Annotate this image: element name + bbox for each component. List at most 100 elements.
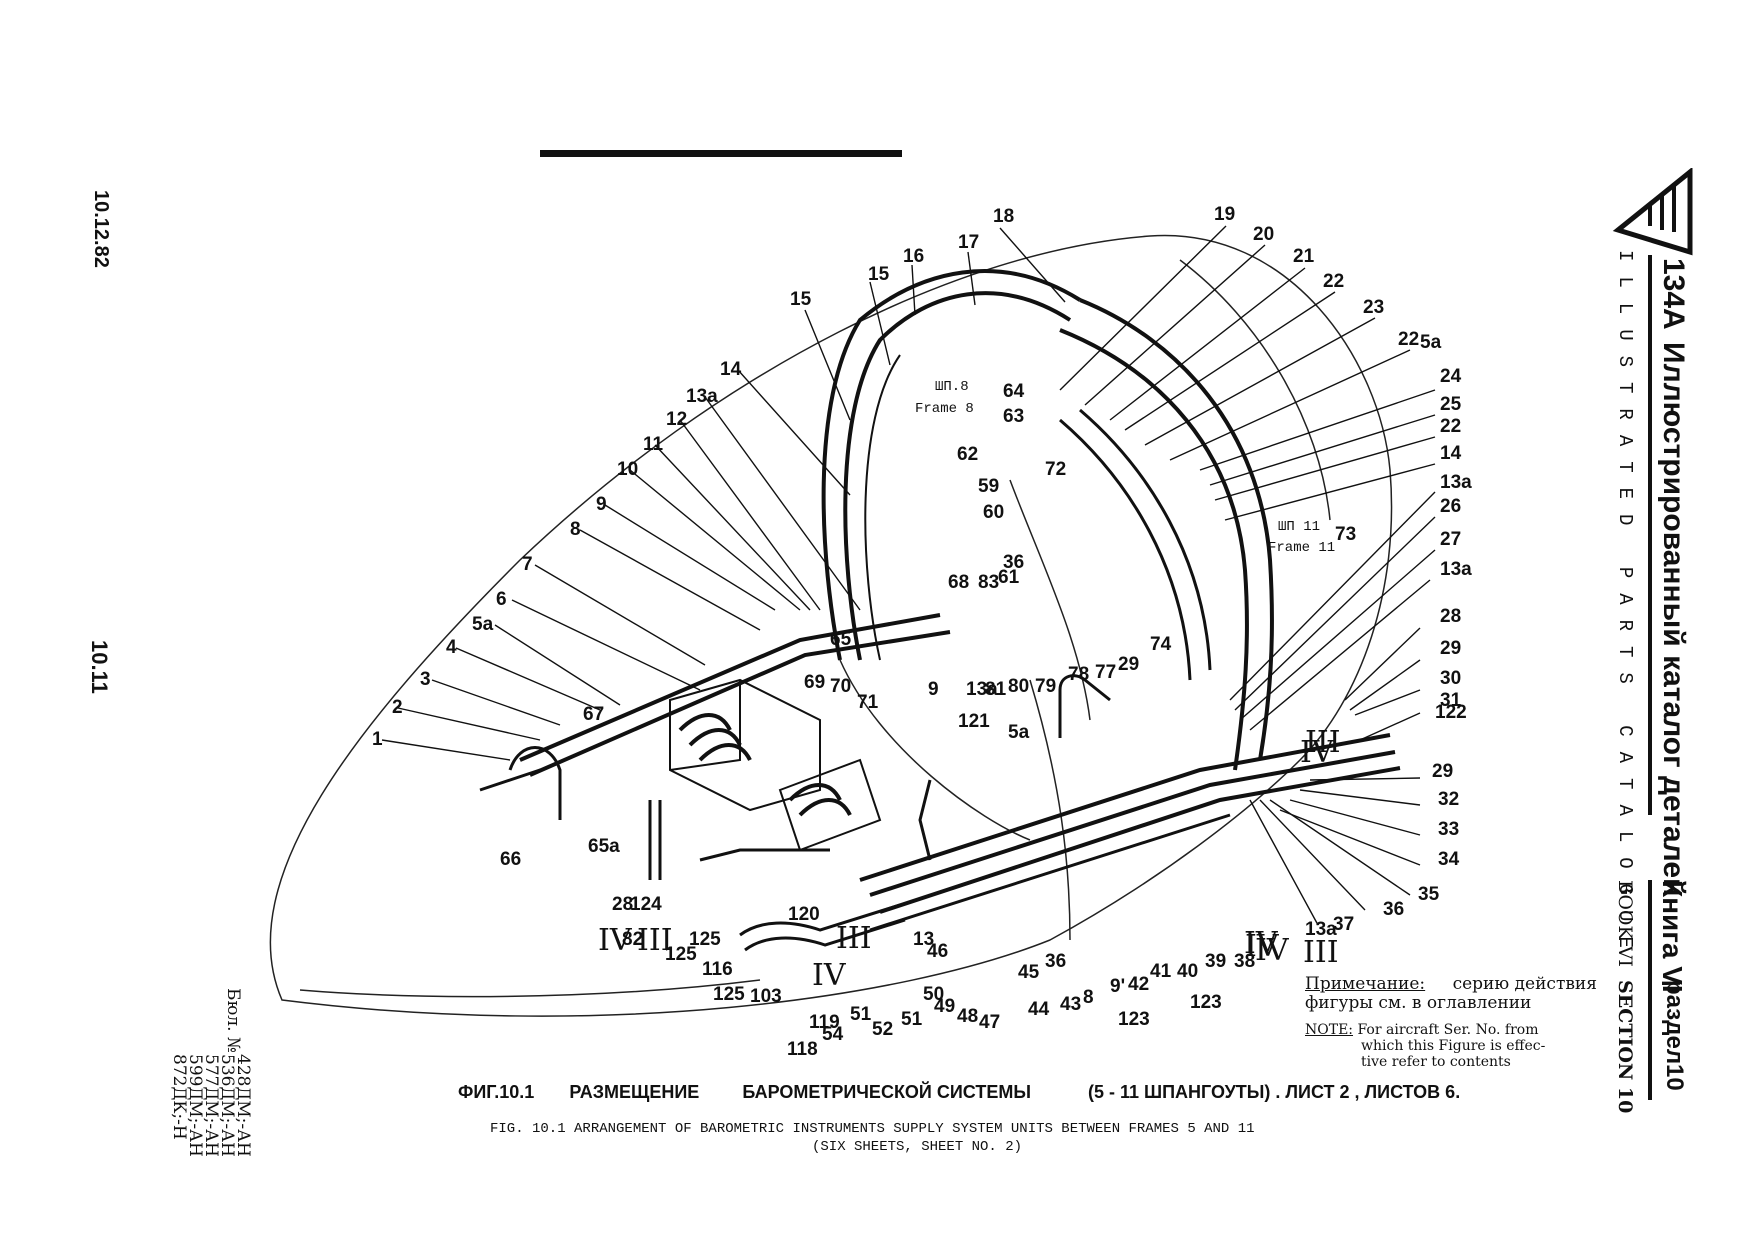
title-rule-2 — [1648, 880, 1652, 1100]
callout-number: 24 — [1440, 366, 1462, 387]
callout-number: 122 — [1435, 702, 1467, 723]
callout-number: 5а — [1008, 722, 1030, 743]
callout-number: 28 — [1440, 606, 1461, 627]
callout-number: 45 — [1018, 962, 1040, 983]
callout-number: 13 — [913, 929, 934, 950]
callout-number: 123 — [1118, 1009, 1150, 1030]
callout-number: 36 — [1045, 951, 1066, 972]
callout-number: 35 — [1418, 884, 1440, 905]
callout-number: 39 — [1205, 951, 1226, 972]
callout-number: 83 — [978, 572, 999, 593]
pipe-run-lower — [859, 674, 1401, 932]
callout-number: 32 — [1438, 789, 1459, 810]
roman-marker: III — [1305, 725, 1341, 760]
caption-ru-title-3: (5 - 11 ШПАНГОУТЫ) . ЛИСТ 2 , ЛИСТОВ 6. — [1088, 1082, 1461, 1102]
callout-number: 30 — [1440, 668, 1461, 689]
frame-8-label-en: Frame 8 — [915, 401, 974, 417]
callout-number: 1 — [372, 729, 383, 750]
callout-number: 13а — [1305, 919, 1337, 940]
roman-marker: IV — [1300, 735, 1335, 770]
callout-number: 68 — [948, 572, 969, 593]
callout-number: 125 — [713, 984, 745, 1005]
callout-number: 80 — [1008, 676, 1029, 697]
note-en-text-1: For aircraft Ser. No. from — [1357, 1022, 1539, 1038]
callout-number: 9' — [1110, 976, 1125, 997]
callout-number: 29 — [1432, 761, 1453, 782]
callout-number: 9 — [928, 679, 939, 700]
callout-number: 14 — [720, 359, 742, 380]
callout-number: 10 — [617, 459, 638, 480]
callout-number: 49 — [934, 996, 955, 1017]
callout-number: 43 — [1060, 994, 1081, 1015]
callout-number: 2 — [392, 697, 403, 718]
top-rule — [540, 150, 902, 157]
callout-number: 12 — [666, 409, 687, 430]
callout-number: 65 — [830, 629, 852, 650]
callout-number: 103 — [750, 986, 782, 1007]
callout-number: 59 — [978, 476, 999, 497]
callout-number: 34 — [1438, 849, 1460, 870]
callout-number: 71 — [857, 692, 879, 713]
callout-number: 11 — [643, 434, 664, 455]
callout-number: 22 — [1323, 271, 1344, 292]
caption-ru-title-1: РАЗМЕЩЕНИЕ — [569, 1082, 700, 1102]
callout-number: 64 — [1003, 381, 1025, 402]
callout-number: 50 — [923, 984, 944, 1005]
caption-en-line-1: FIG. 10.1 ARRANGEMENT OF BAROMETRIC INST… — [490, 1121, 1255, 1137]
callout-number: 9 — [596, 494, 607, 515]
roman-marker: III — [836, 921, 872, 956]
callout-number: 46 — [927, 941, 948, 962]
callout-number: 82 — [622, 929, 643, 950]
roman-marker: IV — [812, 958, 847, 993]
roman-marker: III — [1303, 935, 1339, 970]
callout-number: 13а — [1440, 559, 1472, 580]
callout-number: 38 — [1234, 951, 1255, 972]
callout-number: 8 — [1083, 987, 1094, 1008]
roman-marker: III — [637, 923, 673, 958]
note-ru-text-1: серию действия — [1452, 974, 1597, 994]
callout-number: 8 — [570, 519, 581, 540]
callout-number: 23 — [1363, 297, 1384, 318]
roman-marker: IV — [598, 923, 633, 958]
caption-ru-title-2: БАРОМЕТРИЧЕСКОЙ СИСТЕМЫ — [742, 1082, 1031, 1102]
callout-number: 5а — [472, 614, 494, 635]
callout-number: 17 — [958, 232, 979, 253]
callout-number: 6 — [496, 589, 507, 610]
callout-number: 14 — [1440, 443, 1462, 464]
callout-number: 15 — [868, 264, 890, 285]
callout-number: 27 — [1440, 529, 1461, 550]
note-ru-label: Примечание: — [1305, 974, 1426, 994]
caption-ru-fig: ФИГ.10.1 — [458, 1082, 535, 1102]
callout-number: 124 — [630, 894, 662, 915]
callout-number: 19 — [1214, 204, 1235, 225]
callout-number: 26 — [1440, 496, 1461, 517]
callout-number: 13а — [966, 679, 998, 700]
callout-number: 29 — [1118, 654, 1139, 675]
callout-number: 51 — [901, 1009, 923, 1030]
lower-left-lines — [648, 800, 906, 952]
callout-number: 69 — [804, 672, 825, 693]
callout-number: 125 — [665, 944, 697, 965]
callout-number: 16 — [903, 246, 924, 267]
callout-number: 81 — [985, 679, 1007, 700]
callout-number: 63 — [1003, 406, 1024, 427]
callout-number: 36 — [1383, 899, 1404, 920]
callout-number: 121 — [958, 711, 990, 732]
frame-8-label-ru: ШП.8 — [935, 379, 969, 395]
callout-number: 47 — [979, 1012, 1000, 1033]
frame-11-ring — [1059, 298, 1274, 771]
roman-marker: IV — [1255, 933, 1290, 968]
callout-number: 116 — [702, 959, 733, 980]
tupolev-logo — [1612, 168, 1693, 256]
instrument-block-left — [508, 678, 882, 852]
callout-number: 66 — [500, 849, 521, 870]
callout-number: 65а — [588, 836, 620, 857]
callout-number: 119 — [809, 1012, 840, 1033]
callout-number: 48 — [957, 1006, 978, 1027]
frame-11-label-en: Frame 11 — [1268, 540, 1335, 556]
callout-number: 44 — [1028, 999, 1050, 1020]
